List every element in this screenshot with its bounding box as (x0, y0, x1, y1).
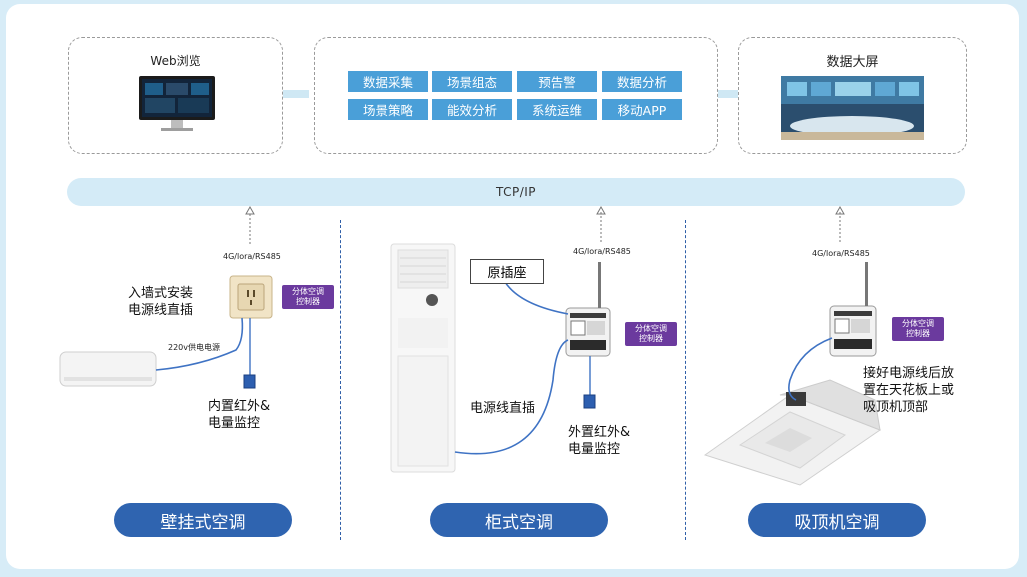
control-room-image (781, 76, 924, 140)
install-note-3: 接好电源线后放 置在天花板上或 吸顶机顶部 (863, 365, 954, 416)
ceiling-controller (829, 262, 877, 357)
comm-label-3: 4G/lora/RS485 (812, 249, 870, 258)
func-system-ops[interactable]: 系统运维 (517, 99, 597, 120)
cabinet-ir-sensor (583, 394, 596, 409)
install-note-3-line3: 吸顶机顶部 (863, 400, 929, 415)
func-scene-config[interactable]: 场景组态 (432, 71, 512, 92)
sensor-note-1-line2: 电量监控 (208, 416, 261, 431)
type-pill-ceiling[interactable]: 吸顶机空调 (748, 503, 926, 537)
controller-tag-3: 分体空调 控制器 (892, 317, 944, 341)
big-screen-box: 数据大屏 (738, 37, 967, 154)
wall-power-cable (155, 317, 244, 371)
power-label-1: 220v供电电源 (168, 343, 221, 352)
func-pre-alarm[interactable]: 预告警 (517, 71, 597, 92)
original-socket-label: 原插座 (470, 259, 544, 284)
uplink-arrowhead-1 (245, 205, 255, 215)
tcp-ip-bar: TCP/IP (67, 178, 965, 206)
cabinet-ac-unit (390, 243, 456, 473)
type-pill-wall[interactable]: 壁挂式空调 (114, 503, 292, 537)
type-pill-cabinet[interactable]: 柜式空调 (430, 503, 608, 537)
controller-tag-3-line1: 分体空调 (902, 319, 934, 328)
install-note-1-line2: 电源线直插 (128, 303, 194, 318)
ceiling-ac-unit (703, 379, 882, 486)
sensor-note-2-line1: 外置红外& (568, 425, 631, 440)
wall-ac-unit (59, 351, 157, 387)
controller-tag-2-line1: 分体空调 (635, 324, 667, 333)
install-note-1-line1: 入墙式安装 (128, 286, 194, 301)
controller-tag-3-line2: 控制器 (906, 329, 930, 338)
divider-right (685, 220, 686, 540)
uplink-arrowhead-3 (835, 205, 845, 215)
wall-ir-sensor (243, 374, 256, 389)
divider-left (340, 220, 341, 540)
monitor-icon (139, 76, 215, 131)
controller-tag-1: 分体空调 控制器 (282, 285, 334, 309)
install-note-3-line1: 接好电源线后放 (863, 366, 955, 381)
connector-left (283, 90, 309, 98)
web-browse-box: Web浏览 (68, 37, 283, 154)
func-data-collect[interactable]: 数据采集 (348, 71, 428, 92)
cabinet-controller (565, 262, 611, 357)
sensor-note-2-line2: 电量监控 (568, 442, 621, 457)
cable-note-2: 电源线直插 (470, 401, 536, 416)
func-scene-strategy[interactable]: 场景策略 (348, 99, 428, 120)
sensor-note-1-line1: 内置红外& (208, 399, 271, 414)
connector-right (718, 90, 740, 98)
controller-tag-1-line2: 控制器 (296, 297, 320, 306)
func-energy-analysis[interactable]: 能效分析 (432, 99, 512, 120)
cabinet-power-cable (454, 339, 569, 455)
web-browse-title: Web浏览 (150, 54, 201, 68)
controller-tag-2-line2: 控制器 (639, 334, 663, 343)
comm-label-1: 4G/lora/RS485 (223, 252, 281, 261)
controller-tag-1-line1: 分体空调 (292, 287, 324, 296)
func-mobile-app[interactable]: 移动APP (602, 99, 682, 120)
big-screen-title: 数据大屏 (826, 55, 879, 70)
ceiling-power-cable (788, 337, 833, 401)
functions-box: 数据采集 场景组态 预告警 数据分析 场景策略 能效分析 系统运维 移动APP (314, 37, 718, 154)
sensor-note-2: 外置红外& 电量监控 (568, 424, 630, 458)
func-data-analysis[interactable]: 数据分析 (602, 71, 682, 92)
wall-socket-controller (229, 275, 273, 319)
sensor-note-1: 内置红外& 电量监控 (208, 398, 270, 432)
cabinet-socket-cable (504, 281, 569, 315)
install-note-3-line2: 置在天花板上或 (863, 383, 955, 398)
comm-label-2: 4G/lora/RS485 (573, 247, 631, 256)
controller-tag-2: 分体空调 控制器 (625, 322, 677, 346)
install-note-1: 入墙式安装 电源线直插 (128, 285, 193, 319)
uplink-arrowhead-2 (596, 205, 606, 215)
